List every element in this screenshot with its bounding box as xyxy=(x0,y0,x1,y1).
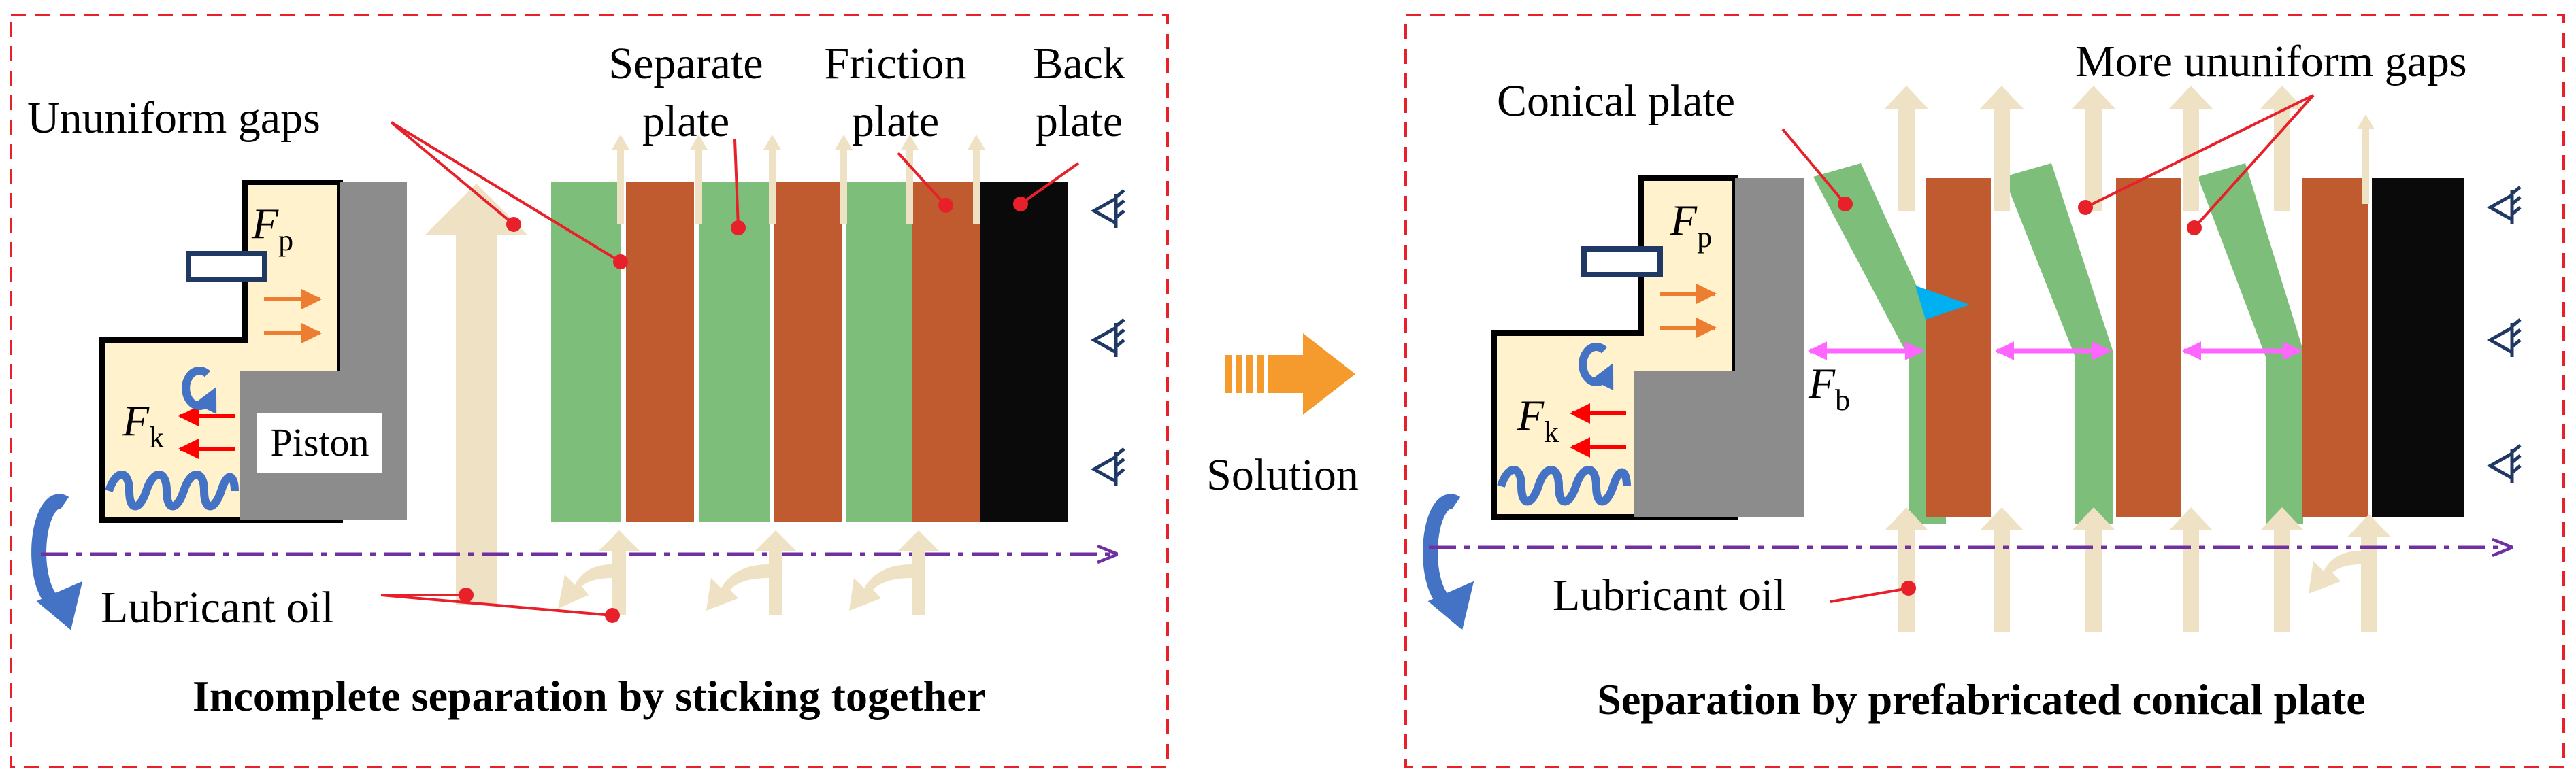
back-plate xyxy=(2372,178,2464,517)
bottom-oil-arrows xyxy=(558,530,939,615)
return-spring xyxy=(105,471,239,511)
rotation-icon xyxy=(1423,494,1474,630)
right-caption: Separation by prefabricated conical plat… xyxy=(1597,675,2365,724)
fk-label: Fk xyxy=(122,396,164,454)
solution-transition: Solution xyxy=(1206,333,1359,500)
oil-flow-arrow xyxy=(425,184,527,605)
label-more-ununiform-gaps: More ununiform gaps xyxy=(2075,37,2467,86)
label-back-plate: Back xyxy=(1033,39,1125,88)
piston-label-box xyxy=(257,413,382,473)
rotation-icon xyxy=(31,494,83,630)
separate-plate xyxy=(699,182,770,522)
conical-plate xyxy=(1813,163,1946,524)
friction-plate xyxy=(2302,178,2368,517)
gap-oil-arrows xyxy=(1885,86,2375,211)
label-lubricant-oil: Lubricant oil xyxy=(1553,571,1786,620)
right-panel: Fp Fk Fb xyxy=(1404,14,2565,768)
return-spring xyxy=(1497,466,1631,506)
gap-wedge xyxy=(1915,286,1970,320)
leader-lines xyxy=(1781,94,2315,603)
rotation-icon xyxy=(1579,342,1614,391)
friction-plate xyxy=(774,182,842,522)
label-back-plate: plate xyxy=(1036,97,1123,146)
label-ununiform-gaps: Ununiform gaps xyxy=(27,93,320,143)
separate-plate xyxy=(846,182,916,522)
solution-label: Solution xyxy=(1206,450,1359,500)
conical-plate xyxy=(2198,163,2303,524)
conical-plate xyxy=(2004,163,2113,524)
fp-label: Fp xyxy=(1670,196,1712,254)
piston-body xyxy=(1634,178,1804,517)
label-friction-plate: plate xyxy=(852,97,939,146)
seal xyxy=(186,251,267,282)
friction-plate xyxy=(626,182,694,522)
left-panel-frame xyxy=(10,14,1169,768)
bottom-oil-arrows xyxy=(1885,507,2391,632)
solution-arrow xyxy=(1225,333,1355,415)
gap-oil-arrows xyxy=(612,135,985,224)
label-lubricant-oil: Lubricant oil xyxy=(101,583,334,632)
leader-lines xyxy=(380,121,1080,623)
ground-support xyxy=(1090,189,1125,486)
seal xyxy=(1581,246,1663,277)
label-separate-plate: Separate xyxy=(608,39,763,88)
separate-plate xyxy=(551,182,621,522)
ground-support xyxy=(2486,186,2522,483)
fk-label: Fk xyxy=(1517,391,1559,449)
left-panel: Piston Fp Fk xyxy=(10,14,1169,768)
back-plate xyxy=(980,182,1068,522)
label-separate-plate: plate xyxy=(642,97,729,146)
fp-label: Fp xyxy=(251,199,293,257)
friction-plate xyxy=(912,182,980,522)
left-caption: Incomplete separation by sticking togeth… xyxy=(193,672,986,720)
rotation-icon xyxy=(182,366,217,415)
friction-plate xyxy=(1926,178,1991,517)
label-friction-plate: Friction xyxy=(825,39,967,88)
fb-label: Fb xyxy=(1808,359,1850,417)
label-conical-plate: Conical plate xyxy=(1497,76,1735,126)
friction-plate xyxy=(2116,178,2181,517)
piston-label: Piston xyxy=(270,420,369,464)
